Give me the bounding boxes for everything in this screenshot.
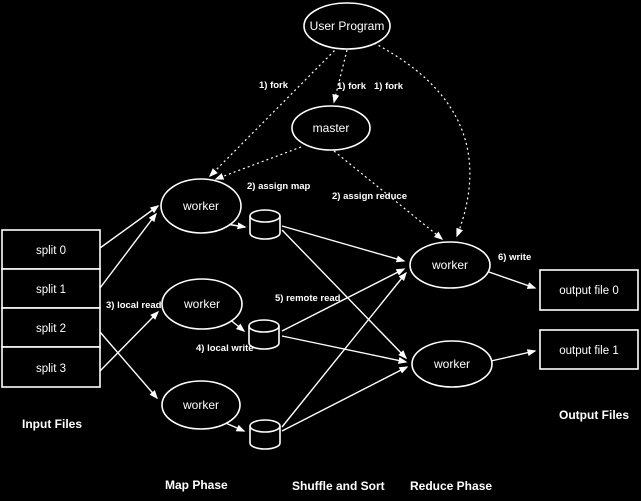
fork-left-edge xyxy=(208,46,339,178)
master-node: master xyxy=(291,105,371,151)
file3-to-reduce1-edge xyxy=(281,271,407,428)
assign-reduce-label: 2) assign reduce xyxy=(332,191,407,202)
reduce-phase-label: Reduce Phase xyxy=(410,479,492,493)
edge-labels: 1) fork 1) fork 1) fork 2) assign map 2)… xyxy=(106,80,531,354)
fork-right-edge xyxy=(373,42,471,238)
user-program-label: User Program xyxy=(310,19,385,33)
reduce-worker-2-node: worker xyxy=(411,340,493,388)
map-phase-label: Map Phase xyxy=(165,478,228,492)
split0-to-worker1-edge xyxy=(99,205,160,249)
split-2-label: split 2 xyxy=(36,323,66,335)
split-1-label: split 1 xyxy=(36,284,66,296)
control-edges xyxy=(208,42,471,240)
write-label: 6) write xyxy=(498,252,531,263)
split-2-box: split 2 xyxy=(1,307,101,348)
fork-left-label: 1) fork xyxy=(259,80,289,91)
file1-to-reduce2-edge xyxy=(281,229,408,360)
intermediate-file-1-cylinder xyxy=(249,209,281,240)
map-worker-2-node: worker xyxy=(161,278,243,330)
split2-to-worker3-edge xyxy=(99,331,158,400)
split1-to-worker1-edge xyxy=(99,212,157,289)
fork-center-label: 1) fork xyxy=(337,81,367,92)
split-3-label: split 3 xyxy=(36,363,66,375)
output-file-boxes: output file 0 output file 1 xyxy=(539,269,639,370)
output-file-0-label: output file 0 xyxy=(559,285,618,297)
assign-map-label: 2) assign map xyxy=(247,181,311,192)
map-worker-2-label: worker xyxy=(183,297,220,311)
map-worker-3-node: worker xyxy=(161,380,241,430)
map-worker-1-label: worker xyxy=(182,199,219,213)
fork-right-label: 1) fork xyxy=(374,81,404,92)
section-labels: Input Files Map Phase Shuffle and Sort R… xyxy=(22,408,629,493)
input-files-label: Input Files xyxy=(22,417,82,431)
intermediate-file-2-cylinder xyxy=(248,319,280,350)
assign-map-edge xyxy=(214,146,302,180)
output-file-1-box: output file 1 xyxy=(539,329,639,370)
reduce2-to-output1-edge xyxy=(490,349,537,362)
output-files-label: Output Files xyxy=(559,408,629,422)
split-0-label: split 0 xyxy=(36,245,66,257)
local-read-label: 3) local read xyxy=(106,300,162,311)
shuffle-and-sort-label: Shuffle and Sort xyxy=(292,479,385,493)
user-program-node: User Program xyxy=(303,2,391,50)
output-file-0-box: output file 0 xyxy=(539,269,639,311)
fork-center-edge xyxy=(332,49,348,104)
map-worker-3-label: worker xyxy=(182,398,219,412)
split-1-box: split 1 xyxy=(1,268,101,309)
master-label: master xyxy=(313,121,350,135)
file3-to-reduce2-edge xyxy=(281,366,409,432)
reduce1-to-output0-edge xyxy=(488,271,537,289)
intermediate-file-3-cylinder xyxy=(249,419,281,450)
intermediate-files xyxy=(248,209,281,450)
remote-read-label: 5) remote read xyxy=(275,293,341,304)
split-0-box: split 0 xyxy=(1,229,101,270)
assign-reduce-edge xyxy=(333,150,444,240)
nodes: User Program master worker worker worker… xyxy=(160,2,493,430)
input-split-boxes: split 0 split 1 split 2 split 3 xyxy=(1,229,101,388)
file2-to-reduce1-edge xyxy=(281,268,406,332)
data-edges xyxy=(99,205,537,432)
local-write-label: 4) local write xyxy=(196,343,254,354)
split3-to-worker2-edge xyxy=(99,310,160,372)
reduce-worker-1-label: worker xyxy=(431,258,468,272)
output-file-1-label: output file 1 xyxy=(559,345,618,357)
split-3-box: split 3 xyxy=(1,346,101,388)
map-worker-1-node: worker xyxy=(160,178,242,234)
file1-to-reduce1-edge xyxy=(281,225,406,263)
reduce-worker-2-label: worker xyxy=(433,357,470,371)
reduce-worker-1-node: worker xyxy=(409,241,491,289)
